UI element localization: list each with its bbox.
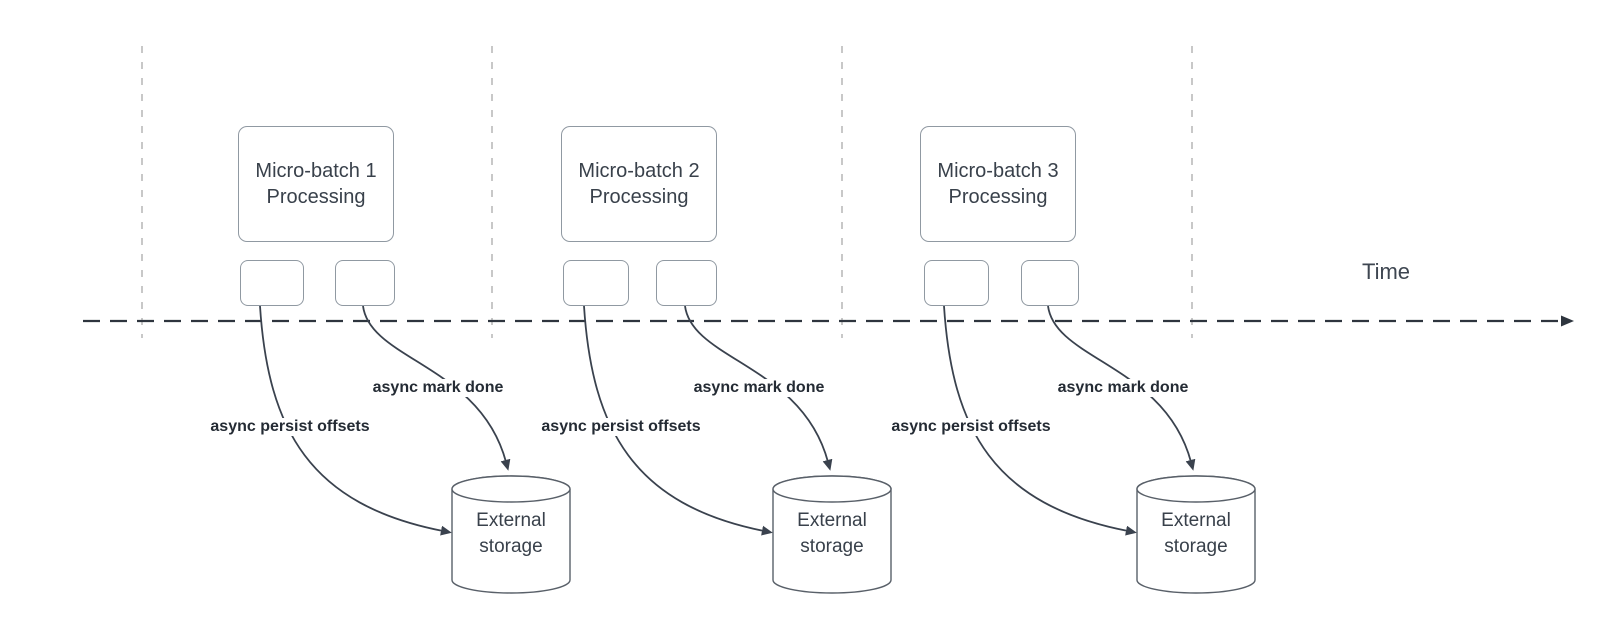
external-storage-label-2: External storage — [797, 510, 867, 557]
persist-task-box-2 — [563, 260, 629, 306]
time-axis-label: Time — [1361, 259, 1411, 284]
external-storage-cylinder-3 — [1136, 475, 1256, 594]
persist-offsets-arrow-3 — [943, 305, 1137, 536]
persist-offsets-arrow-2 — [583, 305, 773, 536]
external-storage-cylinder-1 — [451, 475, 571, 594]
micro-batch-1-box: Micro-batch 1 Processing — [238, 126, 394, 242]
persist-offsets-label-3: async persist offsets — [889, 418, 1053, 436]
mark-done-label-2: async mark done — [691, 379, 827, 397]
persist-offsets-label-2: async persist offsets — [539, 418, 703, 436]
external-storage-label-3: External storage — [1161, 510, 1231, 557]
persist-task-box-3 — [924, 260, 989, 306]
mark-done-task-box-2 — [656, 260, 717, 306]
micro-batch-2-box-label: Micro-batch 2 Processing — [578, 160, 700, 208]
persist-offsets-label-1: async persist offsets — [208, 418, 372, 436]
mark-done-arrow-2 — [684, 305, 833, 471]
external-storage-label-1: External storage — [476, 510, 546, 557]
mark-done-arrow-1 — [362, 305, 511, 471]
mark-done-label-3: async mark done — [1055, 379, 1191, 397]
micro-batch-1-box-label: Micro-batch 1 Processing — [255, 160, 377, 208]
mark-done-task-box-3 — [1021, 260, 1079, 306]
mark-done-arrow-3 — [1047, 305, 1196, 471]
micro-batch-3-box: Micro-batch 3 Processing — [920, 126, 1076, 242]
micro-batch-3-box-label: Micro-batch 3 Processing — [937, 160, 1059, 208]
persist-task-box-1 — [240, 260, 304, 306]
external-storage-cylinder-2 — [772, 475, 892, 594]
micro-batch-2-box: Micro-batch 2 Processing — [561, 126, 717, 242]
mark-done-task-box-1 — [335, 260, 395, 306]
mark-done-label-1: async mark done — [370, 379, 506, 397]
persist-offsets-arrow-1 — [259, 305, 452, 536]
